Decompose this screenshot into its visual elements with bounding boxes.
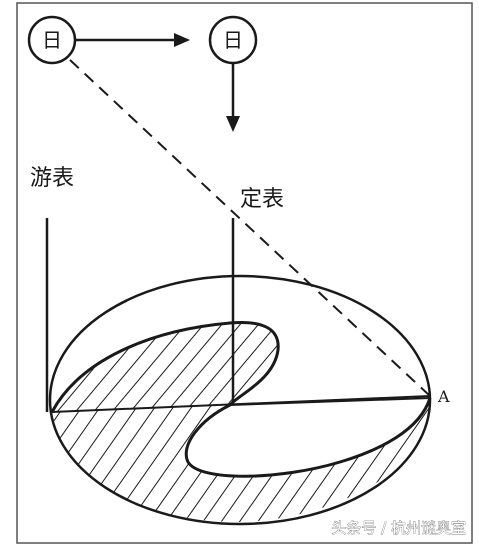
upper-hatched-crescent [52, 322, 279, 412]
watermark-text: 头条号 / 杭州谜奥室 [331, 519, 466, 537]
downward-arrow-head [226, 116, 240, 132]
moving-pointer-label: 游表 [30, 166, 74, 191]
sun-motion-arrow-head [174, 33, 190, 47]
image-frame [16, 2, 473, 544]
point-a-label: A [437, 387, 450, 406]
sun-right-label: 日 [223, 28, 243, 52]
inner-lobe-edge [229, 397, 431, 406]
sun-ray-dashed [69, 59, 431, 397]
fixed-pointer-label: 定表 [240, 187, 284, 212]
sun-left-circle [27, 15, 77, 65]
sun-left-label: 日 [42, 28, 62, 52]
sun-right-circle [208, 15, 258, 65]
inner-white-lobe [186, 398, 430, 477]
lower-hatched-region [52, 398, 431, 522]
